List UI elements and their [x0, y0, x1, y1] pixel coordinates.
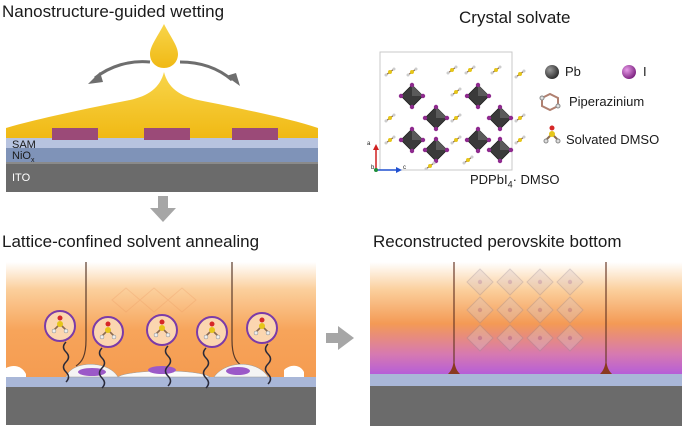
crystal-title: Crystal solvate — [459, 8, 571, 27]
nio-layer — [6, 148, 318, 162]
ghost-octahedron — [526, 296, 554, 324]
precursor-film — [6, 72, 318, 138]
annealing-title: Lattice-confined solvent annealing — [2, 232, 260, 251]
solvent-molecule-circle — [196, 316, 228, 389]
ghost-octahedron — [496, 296, 524, 324]
ghost-octahedron — [556, 296, 584, 324]
ito-label: ITO — [12, 172, 31, 184]
wetting-diagram — [6, 24, 318, 192]
nanostructure-pad-3 — [232, 128, 278, 140]
solvent-molecule-circle — [146, 314, 178, 387]
organic-molecule — [424, 161, 436, 171]
axis-a-label: a — [367, 141, 371, 147]
unit-cell-box — [379, 51, 513, 171]
solvent-molecule-circle — [246, 312, 278, 385]
spread-arrow-left-head — [88, 72, 103, 84]
organic-molecule — [384, 113, 396, 123]
down-arrow — [150, 196, 176, 222]
right-arrow — [326, 326, 354, 350]
droplet — [150, 24, 178, 68]
dmso-legend-label: Solvated DMSO — [566, 132, 660, 147]
reconstructed-title: Reconstructed perovskite bottom — [373, 232, 622, 251]
nanostructure-pad-1 — [52, 128, 98, 140]
crystal-structure — [373, 51, 513, 173]
ghost-octahedron — [526, 268, 554, 296]
pbi6-octahedron — [422, 104, 450, 132]
nio-label: NiOx — [12, 150, 35, 165]
ghost-octahedron — [466, 268, 494, 296]
ito-top-edge — [6, 162, 318, 164]
ghost-octahedron — [496, 268, 524, 296]
ghost-lattice — [466, 268, 584, 352]
void-5 — [284, 365, 304, 377]
wetting-title: Nanostructure-guided wetting — [2, 2, 225, 21]
pbi6-octahedron — [486, 104, 514, 132]
organic-molecule — [384, 67, 396, 77]
pbi6-octahedron — [398, 82, 426, 110]
pbi6-octahedron — [398, 126, 426, 154]
ghost-octahedron — [556, 324, 584, 352]
nanostructure-pad-2 — [144, 128, 190, 140]
ito-layer-bottom — [6, 387, 316, 425]
octahedra-group — [398, 82, 514, 164]
organic-molecule — [464, 65, 476, 75]
perovskite-film-gradient — [370, 262, 682, 374]
organic-molecules-group — [384, 65, 526, 171]
solvent-molecules-group — [44, 310, 278, 389]
sam-label: SAM — [12, 139, 36, 151]
iodine-legend-icon — [622, 65, 636, 79]
spread-arrow-right — [179, 60, 233, 82]
pbi6-octahedron — [422, 136, 450, 164]
deposit-2 — [148, 366, 176, 374]
spread-arrow-left — [94, 60, 151, 80]
organic-molecule — [514, 135, 526, 145]
pbi6-octahedron — [486, 136, 514, 164]
organic-molecule — [384, 135, 396, 145]
organic-molecule — [490, 65, 502, 75]
axis-b-label: b — [371, 165, 375, 171]
ghost-octahedron — [496, 324, 524, 352]
gb-foot-1 — [448, 360, 460, 374]
sam-layer — [6, 138, 318, 148]
pb-legend-label: Pb — [565, 64, 581, 79]
deposit-3 — [226, 367, 250, 375]
sam-nio-layer-right — [370, 374, 682, 386]
pbi6-octahedron — [464, 126, 492, 154]
organic-molecule — [450, 135, 462, 145]
gb-foot-2 — [600, 360, 612, 374]
organic-molecule — [450, 113, 462, 123]
iodine-legend-label: I — [643, 64, 647, 79]
ghost-octahedron — [466, 324, 494, 352]
piperazinium-legend-icon — [539, 92, 561, 112]
organic-molecule — [406, 67, 418, 77]
ghost-octahedron — [526, 324, 554, 352]
organic-molecule — [462, 155, 474, 165]
solvent-molecule-circle — [92, 316, 124, 389]
dmso-legend-icon — [543, 125, 561, 144]
lattice-watermark — [111, 287, 197, 313]
sam-nio-layer-bottom — [6, 377, 316, 387]
reconstructed-diagram — [370, 262, 682, 426]
organic-molecule — [514, 113, 526, 123]
pbi6-octahedron — [464, 82, 492, 110]
ito-layer-right — [370, 386, 682, 426]
ghost-octahedron — [466, 296, 494, 324]
grain-boundary-1 — [75, 262, 87, 367]
ito-layer — [6, 162, 318, 192]
spread-arrow-right-head — [226, 73, 240, 86]
axis-c-label: c — [403, 165, 406, 171]
formula-label: PDPbI4· DMSO — [470, 172, 560, 190]
ghost-octahedron — [556, 268, 584, 296]
organic-molecule — [450, 87, 462, 97]
organic-molecule — [446, 65, 458, 75]
solvent-molecule-circle — [44, 310, 76, 383]
piperazinium-legend-label: Piperazinium — [569, 94, 645, 109]
pb-legend-icon — [545, 65, 559, 79]
organic-molecule — [514, 69, 526, 79]
void-1 — [6, 366, 26, 377]
